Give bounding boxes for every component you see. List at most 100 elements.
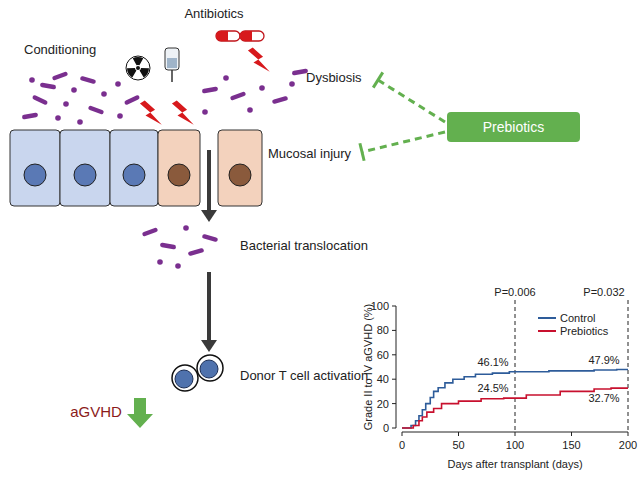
p-value: P=0.006: [494, 286, 535, 299]
intervention-box: Prebiotics: [447, 112, 580, 142]
bacterium-rod: [52, 71, 69, 81]
incidence-chart: [392, 300, 628, 436]
bacterium-rod: [80, 76, 97, 84]
y-tick: [392, 330, 396, 331]
timepoint-line: [515, 300, 516, 432]
injury-bolt: [172, 98, 194, 129]
epithelial-cell: [218, 130, 262, 206]
bacterium-rod: [32, 95, 48, 106]
x-tick: [628, 432, 629, 436]
bacterium-rod: [272, 96, 289, 104]
inhibition-line: [378, 80, 445, 122]
timepoint-line: [628, 300, 629, 432]
injury-bolt: [140, 98, 162, 129]
t-cell: [197, 355, 223, 381]
bacterium-rod: [88, 105, 105, 115]
cell-nucleus: [24, 164, 46, 186]
bacterium-coccus: [115, 81, 121, 87]
percent-label: 24.5%: [477, 382, 508, 395]
cell-nucleus: [229, 164, 251, 186]
bacterium-coccus: [63, 101, 69, 107]
process-arrow: [207, 150, 211, 212]
bacterium-coccus: [259, 85, 265, 91]
bacterium-coccus: [247, 107, 253, 113]
process-label: Mucosal injury: [268, 147, 351, 162]
y-tick: [392, 306, 396, 307]
axis-title: Grade II to IV aGVHD (%): [362, 304, 375, 431]
bacterium-coccus: [175, 263, 181, 269]
t-cell-nucleus: [200, 360, 218, 378]
tick-label: 100: [506, 439, 524, 452]
node-text: Prebiotics: [483, 119, 544, 135]
injury-bolt: [248, 45, 270, 76]
decrease-arrow: [127, 398, 153, 428]
bacterium-rod: [22, 112, 39, 119]
bacterium-rod: [188, 248, 205, 256]
infusion-bag: [165, 48, 179, 82]
bacterium-rod: [142, 227, 159, 237]
axis-title: Days after transplant (days): [447, 458, 582, 471]
bacterium-coccus: [55, 115, 61, 121]
p-value: P=0.032: [583, 286, 624, 299]
tick-label: 0: [399, 439, 405, 452]
treatment-label: Conditioning: [24, 43, 96, 58]
tick-label: 20: [377, 397, 389, 410]
arrow-head: [201, 210, 217, 222]
bacterium-rod: [124, 95, 140, 106]
bacterium-coccus: [157, 259, 163, 265]
tick-label: 200: [619, 439, 637, 452]
inhibition-line: [362, 132, 445, 152]
tick-label: 50: [452, 439, 464, 452]
antibiotic-capsule: [216, 31, 240, 41]
epithelial-cell: [110, 130, 158, 206]
percent-label: 47.9%: [588, 353, 619, 366]
epithelial-cell: [158, 130, 200, 206]
illustration-group: [10, 31, 445, 428]
cell-nucleus: [74, 164, 96, 186]
bacterium-coccus: [29, 77, 35, 83]
tick-label: 60: [377, 348, 389, 361]
bacterium-coccus: [77, 119, 83, 125]
process-label: Bacterial translocation: [240, 239, 368, 254]
bacterium-rod: [40, 82, 57, 89]
inhibition-bar: [373, 72, 383, 87]
legend-sample: [538, 330, 556, 332]
process-arrow: [207, 272, 211, 342]
y-tick: [392, 354, 396, 355]
cell-nucleus: [123, 164, 145, 186]
bacterium-rod: [202, 234, 219, 242]
bacterium-rod: [202, 86, 219, 93]
bacterium-coccus: [71, 87, 77, 93]
drug-label: Antibiotics: [184, 7, 243, 22]
tick-label: 40: [377, 373, 389, 386]
tick-label: 100: [371, 300, 389, 313]
bacterium-coccus: [183, 225, 189, 231]
legend-text: Prebiotics: [560, 325, 608, 338]
bacterium-rod: [230, 91, 247, 101]
percent-label: 46.1%: [477, 355, 508, 368]
tick-label: 150: [562, 439, 580, 452]
inhibition-bar: [360, 143, 364, 160]
legend-text: Control: [560, 312, 595, 325]
antibiotic-capsule: [240, 31, 264, 41]
epithelial-cell: [60, 130, 110, 206]
t-cell: [172, 365, 198, 391]
x-tick: [515, 432, 516, 436]
radiation-symbol: [126, 56, 150, 80]
prebiotics-curve: [402, 388, 628, 428]
bacterium-rod: [160, 242, 177, 249]
bacterium-coccus: [202, 109, 208, 115]
legend-sample: [538, 317, 556, 319]
x-tick: [458, 432, 459, 436]
y-tick: [392, 428, 396, 429]
bacterium-coccus: [223, 75, 229, 81]
outcome-label: aGVHD: [70, 403, 122, 420]
y-tick: [392, 403, 396, 404]
y-tick: [392, 379, 396, 380]
cell-nucleus: [168, 164, 190, 186]
process-label: Dysbiosis: [306, 71, 362, 86]
process-label: Donor T cell activation: [240, 369, 368, 384]
tick-label: 0: [383, 422, 389, 435]
arrow-head: [201, 340, 217, 352]
